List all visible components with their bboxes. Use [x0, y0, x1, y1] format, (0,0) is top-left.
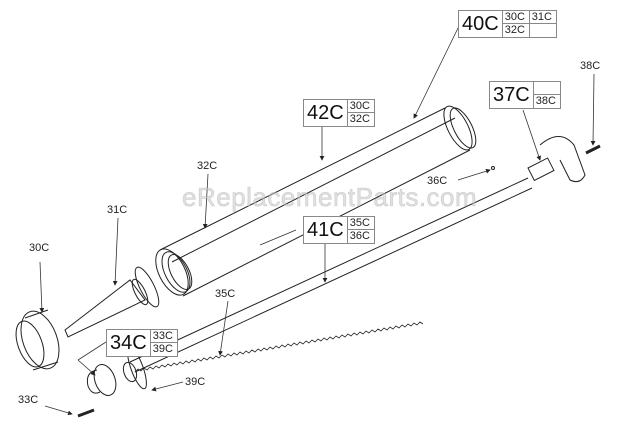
piston-cup [86, 364, 117, 396]
part-label-32c: 32C [197, 160, 218, 172]
kit-callout-40c[interactable]: 40C 30C 32C 31C [458, 10, 557, 38]
kit-number: 40C [459, 11, 503, 37]
kit-number: 41C [304, 217, 348, 243]
kit-callout-41c[interactable]: 41C 35C 36C [303, 216, 375, 244]
kit-sub-part: 38C [535, 95, 556, 107]
kit-sub-part: 32C [349, 113, 370, 125]
kit-sub-part: 33C [150, 330, 177, 343]
kit-sub-part [533, 82, 560, 95]
kit-number: 34C [107, 330, 151, 356]
kit-callout-37c[interactable]: 37C 38C [489, 81, 561, 109]
kit-sub-part: 30C [502, 11, 530, 24]
kit-sub-part: 32C [503, 24, 530, 37]
part-label-33c: 33C [18, 394, 39, 406]
kit-number: 42C [304, 100, 348, 126]
handle-clip [527, 136, 586, 183]
nozzle [64, 266, 160, 338]
watermark: eReplacementParts.com [182, 182, 478, 213]
screw-38c [585, 144, 601, 155]
cap-nut [15, 309, 60, 371]
screw-33c [77, 408, 95, 418]
kit-sub-part [530, 24, 556, 37]
kit-callout-42c[interactable]: 42C 30C 32C [303, 99, 375, 127]
part-label-30c: 30C [29, 242, 50, 254]
kit-sub-part: 36C [349, 230, 370, 242]
kit-sub-part: 35C [347, 217, 374, 230]
plunger-rod [129, 177, 533, 373]
kit-sub-part: 30C [347, 100, 374, 113]
kit-number: 37C [490, 82, 534, 108]
part-label-31c: 31C [107, 204, 128, 216]
kit-sub-part: 31C [529, 11, 556, 24]
part-label-38c: 38C [580, 60, 601, 72]
pin-36c [491, 166, 495, 170]
part-label-39c: 39C [185, 376, 206, 388]
part-label-36c: 36C [427, 175, 448, 187]
kit-sub-part: 39C [152, 343, 173, 355]
kit-callout-34c[interactable]: 34C 33C 39C [106, 329, 178, 357]
part-label-35c: 35C [215, 288, 236, 300]
